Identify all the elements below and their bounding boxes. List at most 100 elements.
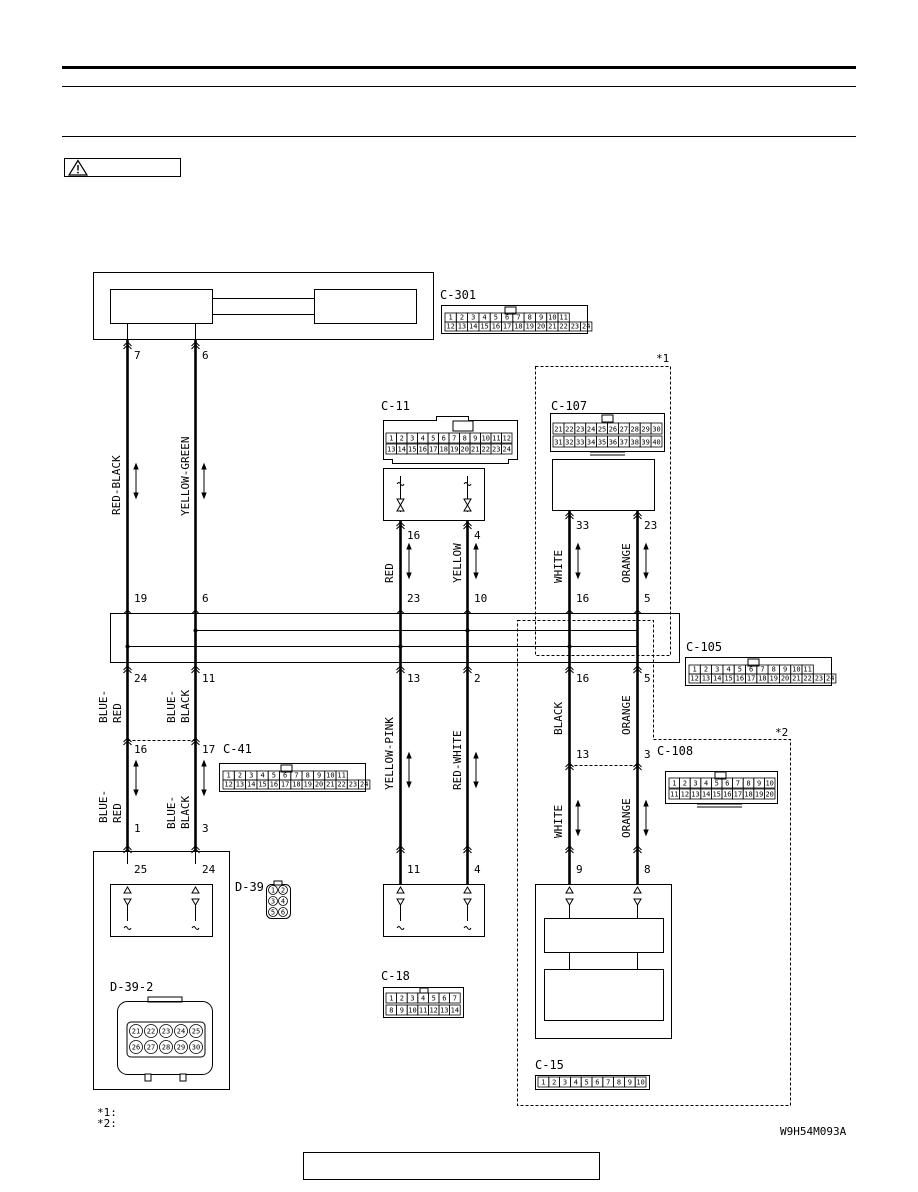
pin-label: 19 [755, 791, 763, 799]
pin-label: 12 [429, 1007, 437, 1015]
pin-label: 2 [281, 887, 285, 895]
connector-chevron [565, 845, 574, 854]
terminal-tilde [191, 926, 200, 930]
pin-label: 30 [192, 1044, 200, 1052]
pin-cell [650, 422, 663, 435]
connector-chevron [191, 665, 200, 674]
pin-label: 7 [760, 666, 764, 674]
pin-label: 15 [480, 323, 488, 331]
connector-chevron [396, 665, 405, 674]
pin-cell [449, 1004, 461, 1016]
pin-label: 4 [281, 898, 285, 906]
pin-label: 13 [236, 781, 244, 789]
pin-label: 20 [537, 323, 545, 331]
pin-number: 1 [134, 822, 141, 835]
pin-label: 13 [440, 1007, 448, 1015]
pin-label: 2 [238, 772, 242, 780]
pin-cell [501, 432, 513, 444]
pin-cell [159, 1024, 173, 1038]
pin-label: 1 [271, 887, 275, 895]
pin-number: 8 [644, 863, 651, 876]
page-footer-box [303, 1152, 600, 1180]
pin-label: 21 [471, 446, 479, 454]
pin-label: 27 [147, 1044, 155, 1052]
wire-color-label: WHITE [552, 805, 565, 838]
pin-label: 18 [744, 791, 752, 799]
wire-color-label: BLUE- [165, 690, 178, 723]
pin-label: 15 [408, 446, 416, 454]
pin-label: 23 [571, 323, 579, 331]
pin-label: 14 [702, 791, 710, 799]
pin-label: 29 [641, 426, 649, 434]
pin-label: 12 [690, 675, 698, 683]
component-box-c107 [552, 459, 655, 511]
pin-label: 17 [747, 675, 755, 683]
pin-label: 11 [419, 1007, 427, 1015]
pin-label: 16 [419, 446, 427, 454]
pin-label: 18 [440, 446, 448, 454]
wire-color-label: YELLOW-GREEN [179, 437, 192, 516]
bottom-right-unit [535, 884, 672, 1039]
pin-label: 32 [565, 439, 573, 447]
pin-label: 12 [224, 781, 232, 789]
pin-label: 26 [609, 426, 617, 434]
pin-number: 6 [202, 349, 209, 362]
pin-cell [268, 907, 278, 917]
wire-color-label: ORANGE [620, 798, 633, 838]
pin-number: 16 [576, 592, 589, 605]
pin-cell [268, 896, 278, 906]
arrow-head [575, 829, 581, 837]
pin-label: 5 [432, 995, 436, 1003]
pin-label: 26 [132, 1044, 140, 1052]
pin-label: 15 [724, 675, 732, 683]
connector-chevron [123, 665, 132, 674]
pin-label: 33 [576, 439, 584, 447]
terminal-triangle [463, 504, 472, 512]
bottom-middle-unit [383, 884, 485, 937]
pin-label: 25 [192, 1028, 200, 1036]
top-unit [93, 272, 434, 340]
pin-label: 21 [326, 781, 334, 789]
wire-color-label: WHITE [552, 550, 565, 583]
pin-label: 5 [431, 435, 435, 443]
pin-label: 23 [162, 1028, 170, 1036]
pin-label: 4 [421, 995, 425, 1003]
pin-label: 17 [281, 781, 289, 789]
terminal-triangle [396, 886, 405, 894]
pin-label: 16 [736, 675, 744, 683]
pin-label: 3 [249, 772, 253, 780]
pin-label: 21 [548, 323, 556, 331]
pin-number: 25 [134, 863, 147, 876]
pin-label: 40 [652, 439, 660, 447]
pin-label: 28 [162, 1044, 170, 1052]
pin-cell [278, 907, 288, 917]
pin-label: 9 [628, 1079, 632, 1087]
pin-number: 9 [576, 863, 583, 876]
pin-cell [278, 885, 288, 895]
pin-label: 31 [554, 439, 562, 447]
pin-label: 22 [559, 323, 567, 331]
pin-label: 5 [738, 666, 742, 674]
connector-label-c107: C-107 [551, 399, 587, 413]
pin-label: 14 [247, 781, 255, 789]
pin-label: 27 [620, 426, 628, 434]
wire-color-label: ORANGE [620, 543, 633, 583]
arrow-head [643, 572, 649, 580]
pin-label: 17 [503, 323, 511, 331]
dashed-region-2: *2 [517, 620, 791, 1106]
pin-label: 13 [458, 323, 466, 331]
pin-number: 33 [576, 519, 589, 532]
pin-label: 2 [683, 780, 687, 788]
terminal-tilde [123, 926, 132, 930]
pin-number: 24 [134, 672, 148, 685]
arrow-head [133, 759, 139, 767]
figure-code: W9H54M093A [780, 1125, 847, 1138]
